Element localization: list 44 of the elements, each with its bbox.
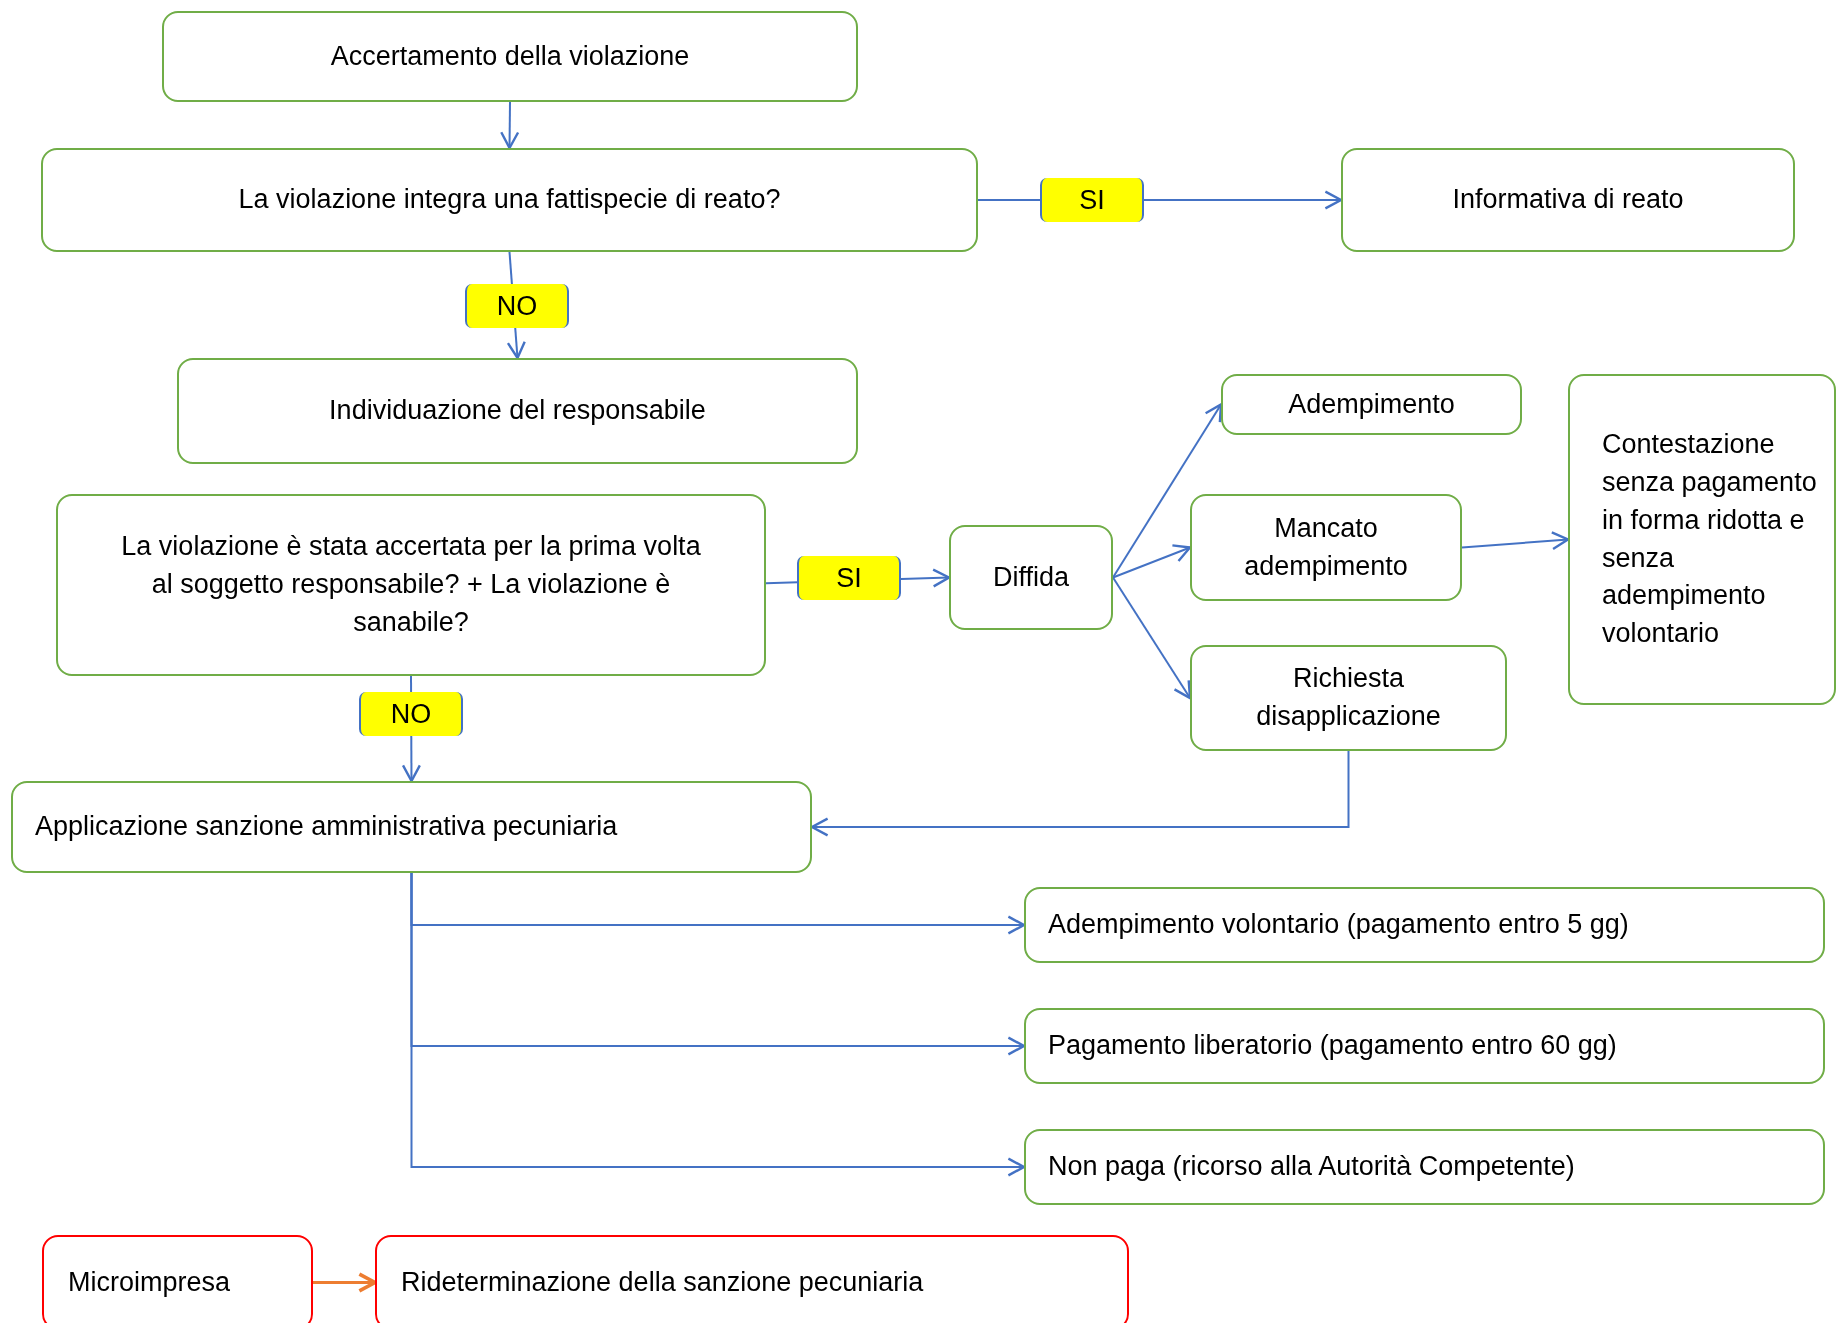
process-box — [1341, 148, 1795, 252]
box-text: Informativa di reato — [1452, 183, 1684, 217]
box-text: Non paga (ricorso alla Autorità Competente) — [1048, 1150, 1575, 1184]
box-text: La violazione è stata accertata per la prima volta al soggetto responsabile? + La violazione è sanabile? — [120, 530, 702, 639]
box-text: La violazione integra una fattispecie di reato? — [238, 183, 781, 217]
edge-label: NO — [359, 692, 463, 736]
arrow — [1112, 544, 1192, 579]
process-box — [1568, 374, 1836, 705]
edge-label: SI — [1040, 178, 1144, 222]
process-box — [1024, 1008, 1825, 1084]
box-text: Pagamento liberatorio (pagamento entro 60 gg) — [1048, 1029, 1617, 1063]
box-text: Diffida — [992, 560, 1069, 594]
box-text: Contestazione senza pagamento in forma ridotta e senza adempimento volontario — [1602, 428, 1818, 651]
box-text: Adempimento — [1288, 387, 1455, 421]
process-box — [42, 1235, 313, 1323]
edge-label: SI — [797, 556, 901, 600]
arrow — [313, 1272, 377, 1293]
process-box — [375, 1235, 1129, 1323]
box-text: Richiesta disapplicazione — [1255, 662, 1442, 733]
process-box — [1190, 645, 1507, 751]
arrow — [1112, 403, 1223, 579]
arrow — [410, 872, 1026, 1177]
box-text: Rideterminazione della sanzione pecuniaria — [401, 1265, 924, 1299]
box-text: Individuazione del responsabile — [329, 394, 706, 428]
box-text: Accertamento della violazione — [330, 39, 690, 73]
process-box — [1024, 1129, 1825, 1205]
process-box — [41, 148, 978, 252]
process-box — [1024, 887, 1825, 963]
process-box — [11, 781, 812, 873]
process-box — [1190, 494, 1462, 601]
arrow — [1461, 531, 1570, 551]
box-text: Microimpresa — [68, 1265, 231, 1299]
arrow — [810, 750, 1350, 837]
arrow — [500, 101, 520, 150]
arrow — [1112, 576, 1192, 700]
box-text: Mancato adempimento — [1243, 511, 1409, 583]
process-box — [56, 494, 766, 676]
edge-label: NO — [465, 284, 569, 328]
process-box — [162, 11, 858, 102]
process-box — [177, 358, 858, 464]
process-box — [1221, 374, 1522, 435]
box-text: Adempimento volontario (pagamento entro 5 gg) — [1048, 908, 1629, 942]
box-text: Applicazione sanzione amministrativa pecuniaria — [35, 810, 618, 844]
process-box — [949, 525, 1113, 630]
